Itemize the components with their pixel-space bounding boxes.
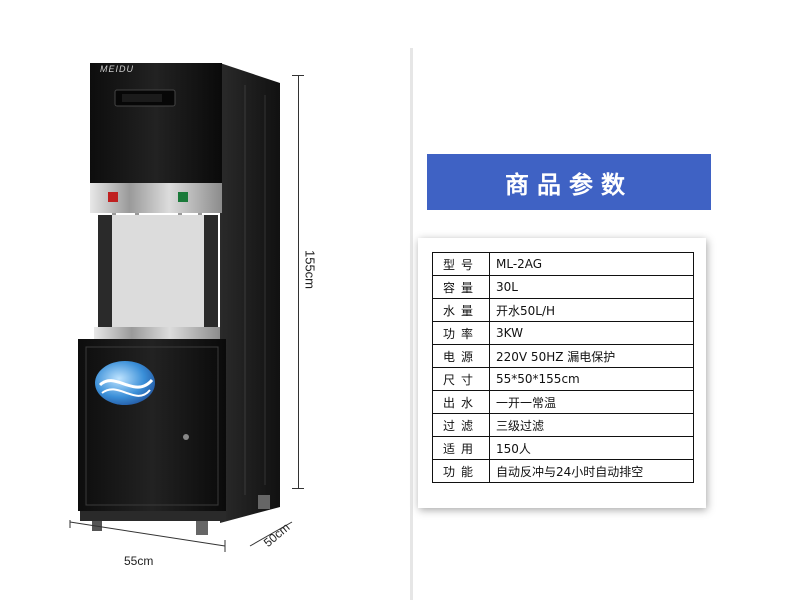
height-dimension-tick (292, 75, 304, 76)
spec-value: 三级过滤 (489, 413, 694, 437)
table-row: 型号 ML-2AG (432, 252, 694, 276)
table-row: 容量 30L (432, 275, 694, 299)
spec-value: 开水50L/H (489, 298, 694, 322)
spec-value: 一开一常温 (489, 390, 694, 414)
table-row: 电源 220V 50HZ 漏电保护 (432, 344, 694, 368)
spec-key: 容量 (432, 275, 490, 299)
table-row: 出水 一开一常温 (432, 390, 694, 414)
spec-key: 适用 (432, 436, 490, 460)
table-row: 适用 150人 (432, 436, 694, 460)
spec-value: 220V 50HZ 漏电保护 (489, 344, 694, 368)
spec-key: 尺寸 (432, 367, 490, 391)
table-row: 功率 3KW (432, 321, 694, 345)
spec-value: 3KW (489, 321, 694, 345)
water-dispenser-image (78, 63, 280, 535)
spec-value: 30L (489, 275, 694, 299)
spec-key: 电源 (432, 344, 490, 368)
width-dimension-label: 55cm (124, 554, 154, 568)
height-dimension-tick (292, 488, 304, 489)
table-row: 过滤 三级过滤 (432, 413, 694, 437)
spec-key: 功能 (432, 459, 490, 483)
specs-title: 商品参数 (505, 170, 633, 199)
table-row: 水量 开水50L/H (432, 298, 694, 322)
specs-header-banner: 商品参数 (427, 154, 711, 210)
spec-key: 功率 (432, 321, 490, 345)
spec-key: 过滤 (432, 413, 490, 437)
spec-value: 55*50*155cm (489, 367, 694, 391)
height-dimension-label: 155cm (302, 249, 318, 290)
width-depth-dimension-lines (69, 520, 293, 552)
spec-key: 水量 (432, 298, 490, 322)
table-row: 尺寸 55*50*155cm (432, 367, 694, 391)
brand-logo: MEIDU (100, 64, 134, 74)
spec-value: ML-2AG (489, 252, 694, 276)
spec-value: 150人 (489, 436, 694, 460)
height-dimension-line (298, 75, 299, 488)
spec-key: 出水 (432, 390, 490, 414)
specs-table: 型号 ML-2AG 容量 30L 水量 开水50L/H 功率 3KW 电源 22… (432, 252, 694, 483)
table-row: 功能 自动反冲与24小时自动排空 (432, 459, 694, 483)
spec-value: 自动反冲与24小时自动排空 (489, 459, 694, 483)
section-divider (410, 48, 413, 600)
spec-key: 型号 (432, 252, 490, 276)
